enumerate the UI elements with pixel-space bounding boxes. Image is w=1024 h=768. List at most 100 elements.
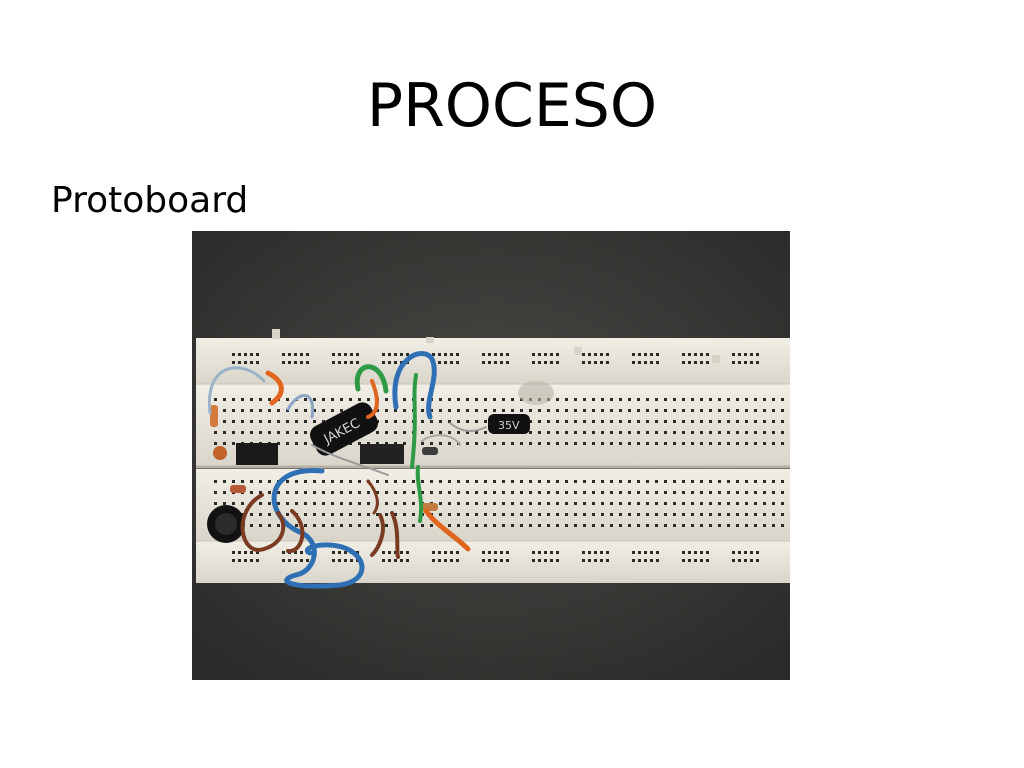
- breadboard-hole: [750, 353, 753, 356]
- breadboard-hole: [529, 420, 532, 423]
- breadboard-hole: [232, 431, 235, 434]
- breadboard-hole: [538, 420, 541, 423]
- breadboard-hole: [610, 491, 613, 494]
- breadboard-hole: [394, 480, 397, 483]
- breadboard-hole: [745, 491, 748, 494]
- breadboard-hole: [646, 491, 649, 494]
- breadboard-hole: [547, 431, 550, 434]
- breadboard-hole: [610, 442, 613, 445]
- breadboard-hole: [727, 442, 730, 445]
- breadboard-hole: [632, 559, 635, 562]
- breadboard-hole: [691, 524, 694, 527]
- breadboard-hole: [432, 353, 435, 356]
- breadboard-hole: [673, 524, 676, 527]
- breadboard-hole: [583, 442, 586, 445]
- breadboard-hole: [421, 431, 424, 434]
- breadboard-hole: [295, 420, 298, 423]
- ic-chip: [236, 443, 278, 465]
- breadboard-hole: [349, 502, 352, 505]
- breadboard-hole: [295, 409, 298, 412]
- breadboard-hole: [583, 409, 586, 412]
- breadboard-hole: [313, 420, 316, 423]
- breadboard-hole: [655, 431, 658, 434]
- breadboard-hole: [610, 409, 613, 412]
- circuit-components: JAKEC 35V: [207, 402, 530, 543]
- breadboard-hole: [738, 361, 741, 364]
- breadboard-hole: [529, 524, 532, 527]
- breadboard-hole: [282, 559, 285, 562]
- breadboard-photo: JAKEC 35V: [192, 231, 790, 680]
- breadboard-hole: [484, 420, 487, 423]
- breadboard-hole: [754, 524, 757, 527]
- breadboard-hole: [619, 502, 622, 505]
- breadboard-hole: [241, 513, 244, 516]
- breadboard-hole: [745, 398, 748, 401]
- breadboard-hole: [358, 480, 361, 483]
- breadboard-hole: [727, 420, 730, 423]
- breadboard-hole: [754, 431, 757, 434]
- breadboard-hole: [691, 480, 694, 483]
- breadboard-hole: [763, 513, 766, 516]
- breadboard-hole: [619, 513, 622, 516]
- breadboard-hole: [475, 502, 478, 505]
- breadboard-hole: [250, 409, 253, 412]
- board-post: [272, 329, 280, 339]
- breadboard-hole: [655, 502, 658, 505]
- breadboard-hole: [394, 442, 397, 445]
- wire-blue: [286, 394, 315, 419]
- breadboard-hole: [556, 524, 559, 527]
- breadboard-hole: [538, 502, 541, 505]
- breadboard-hole: [664, 491, 667, 494]
- breadboard-hole: [466, 491, 469, 494]
- breadboard-hole: [412, 480, 415, 483]
- breadboard-hole: [544, 551, 547, 554]
- breadboard-hole: [493, 502, 496, 505]
- wire-blue: [207, 366, 266, 415]
- breadboard-hole: [286, 502, 289, 505]
- breadboard-hole: [673, 491, 676, 494]
- breadboard-hole: [538, 513, 541, 516]
- breadboard-hole: [403, 409, 406, 412]
- breadboard-hole: [506, 361, 509, 364]
- breadboard-hole: [493, 491, 496, 494]
- breadboard-hole: [532, 361, 535, 364]
- breadboard-hole: [456, 551, 459, 554]
- breadboard-hole: [736, 420, 739, 423]
- breadboard-hole: [238, 559, 241, 562]
- breadboard-hole: [406, 559, 409, 562]
- breadboard-hole: [547, 491, 550, 494]
- breadboard-hole: [574, 420, 577, 423]
- breadboard-hole: [556, 409, 559, 412]
- breadboard-hole: [331, 491, 334, 494]
- breadboard-hole: [356, 551, 359, 554]
- breadboard-hole: [214, 398, 217, 401]
- breadboard-hole: [650, 559, 653, 562]
- breadboard-hole: [628, 409, 631, 412]
- breadboard-hole: [300, 551, 303, 554]
- breadboard-hole: [394, 409, 397, 412]
- breadboard-hole: [619, 398, 622, 401]
- breadboard-hole: [232, 361, 235, 364]
- breadboard-hole: [646, 513, 649, 516]
- breadboard-hole: [223, 409, 226, 412]
- breadboard-hole: [583, 491, 586, 494]
- breadboard-hole: [673, 398, 676, 401]
- breadboard-hole: [304, 431, 307, 434]
- breadboard-hole: [376, 480, 379, 483]
- breadboard-hole: [338, 559, 341, 562]
- breadboard-hole: [232, 502, 235, 505]
- breadboard-hole: [466, 442, 469, 445]
- breadboard-hole: [664, 420, 667, 423]
- breadboard-hole: [547, 524, 550, 527]
- breadboard-hole: [610, 431, 613, 434]
- breadboard-hole: [502, 513, 505, 516]
- breadboard-hole: [556, 551, 559, 554]
- wire-orange: [265, 370, 284, 406]
- breadboard-hole: [286, 398, 289, 401]
- breadboard-hole: [520, 442, 523, 445]
- breadboard-hole: [340, 491, 343, 494]
- breadboard-hole: [403, 442, 406, 445]
- breadboard-hole: [610, 524, 613, 527]
- breadboard-hole: [475, 513, 478, 516]
- breadboard-hole: [538, 551, 541, 554]
